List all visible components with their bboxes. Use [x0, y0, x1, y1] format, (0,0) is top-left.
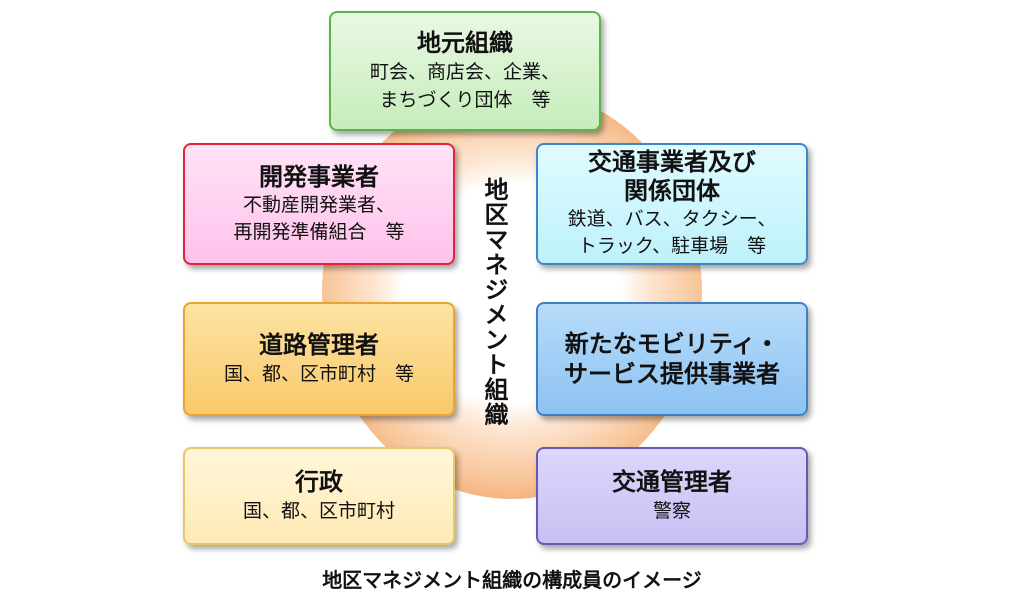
- box-description: 町会、商店会、企業、 まちづくり団体 等: [369, 61, 560, 111]
- box-traffic-manager: 交通管理者 警察: [536, 447, 808, 545]
- box-title: 新たなモビリティ・ サービス提供事業者: [564, 330, 780, 388]
- box-title: 道路管理者: [259, 331, 379, 359]
- box-title: 交通事業者及び 関係団体: [588, 148, 756, 205]
- box-developer: 開発事業者 不動産開発業者、 再開発準備組合 等: [183, 143, 455, 265]
- box-road-manager: 道路管理者 国、都、区市町村 等: [183, 302, 455, 416]
- box-transport-operator: 交通事業者及び 関係団体 鉄道、バス、タクシー、 トラック、駐車場 等: [536, 143, 808, 265]
- box-description: 国、都、区市町村 等: [223, 363, 414, 385]
- box-description: 警察: [652, 500, 691, 522]
- box-description: 不動産開発業者、 再開発準備組合 等: [233, 194, 405, 243]
- box-title: 行政: [295, 468, 343, 496]
- box-description: 国、都、区市町村: [242, 500, 395, 522]
- box-title: 交通管理者: [612, 468, 732, 496]
- center-vertical-label: 地区マネジメント組織: [480, 177, 508, 427]
- diagram-caption: 地区マネジメント組織の構成員のイメージ: [322, 568, 702, 592]
- box-mobility-service: 新たなモビリティ・ サービス提供事業者: [536, 302, 808, 416]
- box-title: 地元組織: [417, 29, 513, 57]
- box-title: 開発事業者: [259, 163, 379, 191]
- box-local-organization: 地元組織 町会、商店会、企業、 まちづくり団体 等: [329, 11, 601, 131]
- box-description: 鉄道、バス、タクシー、 トラック、駐車場 等: [567, 208, 777, 257]
- box-administration: 行政 国、都、区市町村: [183, 447, 455, 545]
